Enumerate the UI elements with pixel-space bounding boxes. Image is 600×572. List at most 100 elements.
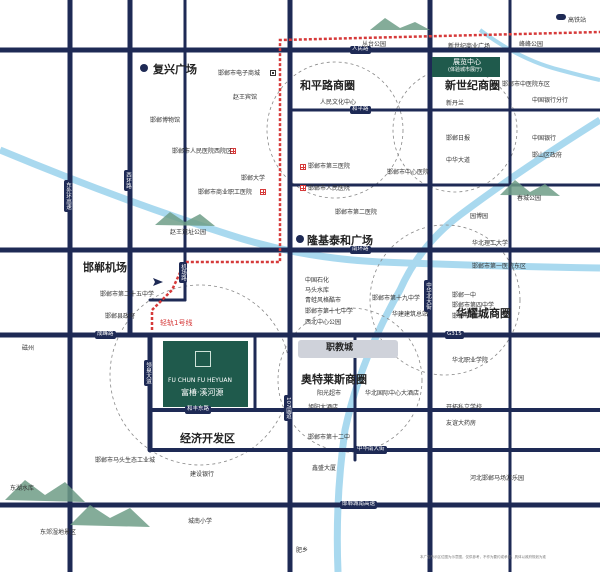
poi-p32: 华北国际中心大酒店	[365, 390, 420, 397]
road-zhonghua-nan: 中华南大街	[355, 446, 387, 454]
poi-p20: 邯郸一中	[452, 292, 477, 299]
road-dongwaihuan: 东外环高速	[64, 180, 73, 212]
poi-p9: 邯郸市人民医院	[308, 185, 351, 192]
poi-p52: 邯郸县政府	[105, 313, 136, 320]
plaza-flag-icon	[296, 235, 304, 243]
poi-p6: 邯郸博物馆	[150, 117, 181, 124]
ring-xinshiji	[392, 67, 518, 193]
park-yuanbo: 园博园	[470, 213, 489, 220]
district-airport: 邯郸机场	[83, 261, 127, 274]
mountain-decor	[5, 18, 560, 527]
poi-p43: 中华大道	[446, 157, 471, 164]
road-chengfeng: 成峰路	[95, 331, 116, 339]
poi-p53: 邯郸市第二十五中学	[100, 291, 155, 298]
road-107: 107国道	[284, 395, 293, 421]
park-zhaowang: 赵王遗址公园	[170, 229, 207, 236]
poi-p23: 邯郸市第十九中学	[372, 295, 421, 302]
poi-p5: 邯郸大学	[241, 175, 266, 182]
district-aotelaisi: 奥特莱斯商圈	[301, 373, 367, 386]
poi-p2: 赵王宾馆	[233, 94, 258, 101]
poi-p30: 建设银行	[190, 471, 215, 478]
poi-p4: 邯郸市商业职工医院	[198, 189, 253, 196]
poi-p40: 中国银行	[532, 135, 557, 142]
poi-p37: 河北邯郸马场游乐园	[470, 475, 525, 482]
poi-p11: 新世纪商业广场	[448, 43, 491, 50]
project-name-en: FU CHUN FU HEYUAN	[168, 377, 232, 384]
label-feixiang: 肥乡	[296, 547, 309, 554]
airport-plane-icon	[153, 278, 163, 286]
poi-p38: 邯郸市第十二中	[308, 434, 351, 441]
poi-p14: 邯郸市第一医院东区	[472, 263, 527, 270]
poi-p42: 新丹兰	[446, 100, 465, 107]
poi-p13: 邯郸市第二医院	[335, 209, 378, 216]
poi-p36: 友谊大药房	[446, 420, 477, 427]
project-name-cn: 富椿·溪河源	[181, 388, 224, 397]
train-icon	[556, 14, 566, 20]
ring-aotelaisi	[277, 307, 423, 453]
poi-p16: 中国石化	[305, 277, 330, 284]
poi-p15: 邯郸市中医院东区	[502, 81, 551, 88]
district-huayao: 华耀城商圈	[456, 307, 511, 320]
poi-p3: 邯郸市人民医院西院区	[172, 148, 233, 155]
hospital-icon	[300, 164, 306, 170]
poi-p28: 华建建筑总站	[392, 311, 429, 318]
poi-p31: 城南小学	[188, 518, 213, 525]
poi-p24: 西北中心公园	[305, 319, 342, 326]
showroom-title: 展览中心	[453, 58, 481, 66]
road-lingquan: 领泉大道	[144, 360, 153, 386]
ring-heping	[266, 61, 404, 199]
district-xinshiji: 新世纪商圈	[445, 79, 500, 92]
hospital-icon	[230, 148, 236, 154]
zhijiao-area	[298, 340, 398, 358]
road-jichang: 机场路	[179, 262, 188, 283]
road-nanhuan: 南环路	[350, 246, 371, 254]
district-fuxing: 复兴广场	[153, 63, 197, 76]
label-dongtai: 东湖水库	[10, 485, 35, 492]
poi-p41: 邯山区政府	[532, 152, 563, 159]
ring-huayao	[369, 224, 521, 376]
project-logo-icon	[195, 351, 211, 367]
poi-p45: 中国银行分行	[532, 97, 569, 104]
district-zhijiao: 职教城	[326, 343, 354, 353]
district-longji: 隆基泰和广场	[307, 234, 373, 247]
poi-p44: 邯郸日报	[446, 135, 471, 142]
road-zhonghua-bei: 中华北大街	[424, 280, 433, 312]
road-renmin: 人民路	[350, 46, 371, 54]
poi-p25: 邯郸市二中	[452, 313, 483, 320]
metro-label: 轻轨1号线	[160, 319, 193, 327]
road-handan-chengnan: 邯郸城南高速	[340, 501, 378, 509]
project-block	[163, 341, 248, 407]
park-congtai: 丛台公园	[362, 41, 387, 48]
park-chuncheng: 春城公园	[517, 195, 542, 202]
poi-p8: 邯郸市第三医院	[308, 163, 351, 170]
poi-marker	[270, 70, 276, 76]
label-gaotiezhan: 高铁站	[568, 17, 587, 24]
road-g315: G315	[445, 331, 464, 339]
road-xibei: 西环路	[124, 170, 133, 191]
label-dongtai2: 东郊湿地景区	[40, 529, 77, 536]
showroom-block	[432, 57, 500, 77]
poi-p22: 华北理工大学	[472, 240, 509, 247]
poi-p29: 邯郸市马头生态工业城	[95, 457, 156, 464]
hospital-icon	[300, 185, 306, 191]
park-feng: 峰峰公园	[519, 41, 544, 48]
showroom-subtitle: (体验城市展厅)	[448, 67, 482, 73]
poi-p33: 阳光超市	[317, 390, 342, 397]
poi-p10: 邯郸市中心医院	[387, 169, 430, 176]
road-hefeng: 和丰东路	[185, 406, 212, 414]
poi-p34: 旭阳大酒店	[308, 404, 339, 411]
disclaimer: 本广告所示区位图为示意图，仅供参考，不作为要约或承诺，具体以政府规划为准	[420, 555, 546, 559]
poi-p18: 青蛙风格酷市	[305, 297, 342, 304]
metro-line	[150, 30, 600, 330]
road-heping: 和平路	[350, 106, 371, 114]
label-cizhou: 磁州	[22, 345, 35, 352]
river-north	[478, 28, 600, 82]
poi-p21: 邯郸市第四中学	[452, 302, 495, 309]
district-heping: 和平路商圈	[300, 79, 355, 92]
poi-p35: 开拓私立学校	[446, 404, 483, 411]
district-jingji: 经济开发区	[180, 432, 235, 445]
hospital-icon	[260, 189, 266, 195]
poi-p17: 马头水库	[305, 287, 330, 294]
